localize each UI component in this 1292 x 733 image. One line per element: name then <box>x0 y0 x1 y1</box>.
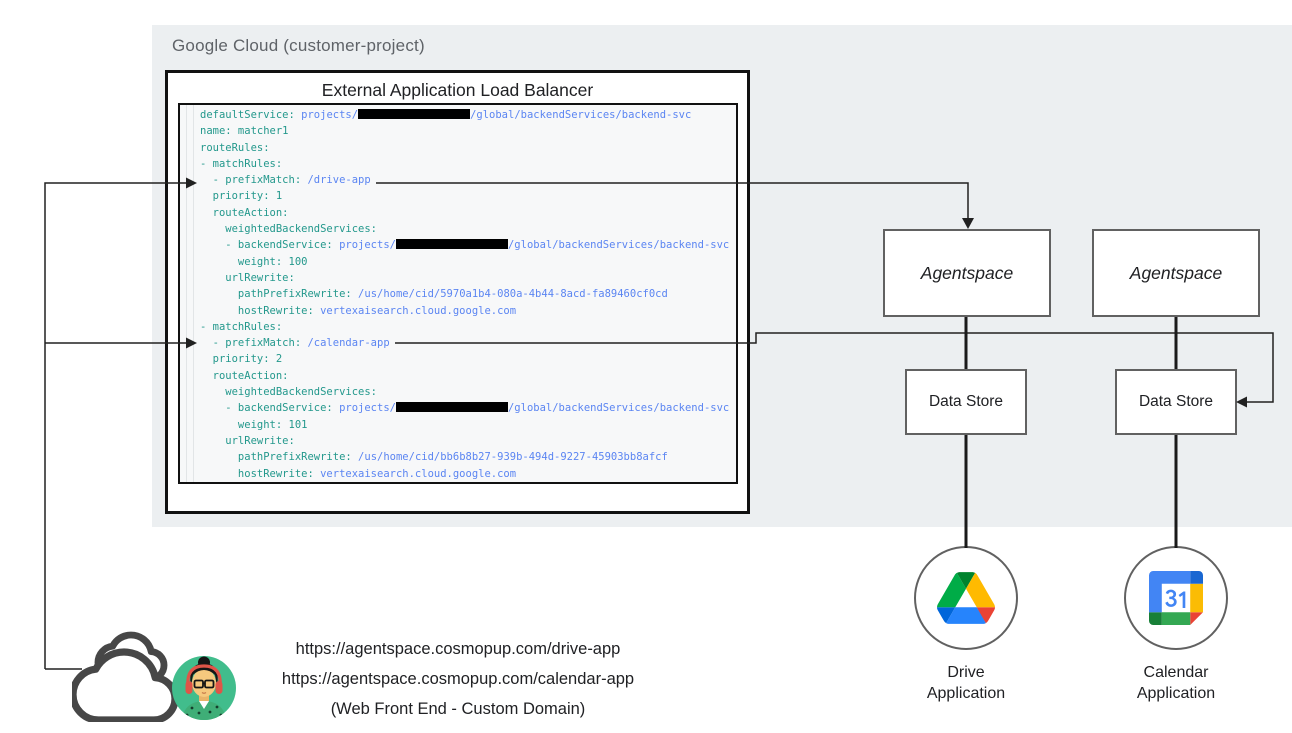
code-token: priority: 1 <box>200 190 283 203</box>
code-line: priority: 2 <box>200 351 736 367</box>
indent-guide <box>193 105 194 482</box>
code-token: weightedBackendServices: <box>200 223 378 236</box>
calendar-app-circle <box>1124 546 1228 650</box>
google-drive-icon <box>937 572 995 624</box>
redacted-project-id <box>358 109 471 119</box>
code-line: - matchRules: <box>200 319 736 335</box>
frontend-url-drive: https://agentspace.cosmopup.com/drive-ap… <box>295 640 621 658</box>
code-token: - prefixMatch: <box>200 174 308 187</box>
code-token: /us/home/cid/5970a1b4-080a-4b44-8acd-fa8… <box>358 288 668 301</box>
code-token: - matchRules: <box>200 320 283 333</box>
code-token: /global/backendServices/backend-svc <box>470 109 692 121</box>
code-line: routeAction: <box>200 205 736 221</box>
code-token: - matchRules: <box>200 157 283 170</box>
code-token: vertexaisearch.cloud.google.com <box>320 467 517 480</box>
code-line: pathPrefixRewrite: /us/home/cid/bb6b8b27… <box>200 449 736 465</box>
code-token: weight: 101 <box>200 418 308 431</box>
load-balancer-title: External Application Load Balancer <box>321 80 594 100</box>
google-calendar-icon <box>1149 571 1203 625</box>
code-line: weightedBackendServices: <box>200 221 736 237</box>
code-token: urlRewrite: <box>200 434 295 447</box>
code-line: hostRewrite: vertexaisearch.cloud.google… <box>200 303 736 319</box>
indent-guide <box>186 105 187 482</box>
drive-app-circle <box>914 546 1018 650</box>
agentspace-box-calendar: Agentspace <box>1092 229 1260 317</box>
gcp-label: Google Cloud (customer-project) <box>172 36 425 55</box>
code-token: pathPrefixRewrite: <box>200 451 359 464</box>
code-token: projects/ <box>339 239 396 252</box>
code-token: /us/home/cid/bb6b8b27-939b-494d-9227-459… <box>358 451 668 464</box>
code-token: - prefixMatch: <box>200 337 308 350</box>
code-line: hostRewrite: vertexaisearch.cloud.google… <box>200 466 736 482</box>
user-avatar <box>172 656 236 720</box>
code-token: name: matcher1 <box>200 125 289 138</box>
lb-url-map-code: defaultService: projects/ /global/backend… <box>178 103 738 484</box>
code-lines: defaultService: projects/ /global/backend… <box>200 107 736 482</box>
datastore-box-drive: Data Store <box>905 369 1027 435</box>
drive-app-label-line2: Application <box>926 685 1006 702</box>
code-line: pathPrefixRewrite: /us/home/cid/5970a1b4… <box>200 286 736 302</box>
code-token: routeAction: <box>200 206 289 219</box>
code-line: - backendService: projects/ /global/backe… <box>200 237 736 253</box>
code-line: priority: 1 <box>200 188 736 204</box>
code-line: weight: 100 <box>200 254 736 270</box>
code-token: pathPrefixRewrite: <box>200 288 359 301</box>
code-token: urlRewrite: <box>200 271 295 284</box>
drive-app-label: Drive Application <box>886 662 1046 704</box>
code-token: routeRules: <box>200 141 270 154</box>
datastore-label: Data Store <box>928 393 1004 410</box>
frontend-url-block: https://agentspace.cosmopup.com/drive-ap… <box>262 634 654 724</box>
code-line: routeAction: <box>200 368 736 384</box>
code-line: routeRules: <box>200 140 736 156</box>
code-line: weightedBackendServices: <box>200 384 736 400</box>
redacted-project-id <box>395 402 508 413</box>
redacted-project-id <box>395 239 508 250</box>
code-line: - prefixMatch: /drive-app <box>200 172 736 188</box>
code-line: weight: 101 <box>200 417 736 433</box>
code-token: projects/ <box>301 109 359 121</box>
calendar-app-label-line2: Application <box>1136 685 1216 702</box>
code-token: vertexaisearch.cloud.google.com <box>320 304 517 317</box>
code-token: projects/ <box>339 402 396 415</box>
code-token: /drive-app <box>307 174 371 187</box>
agentspace-label: Agentspace <box>1129 262 1223 283</box>
datastore-label: Data Store <box>1138 393 1214 410</box>
code-line: - prefixMatch: /calendar-app <box>200 335 736 351</box>
code-line: urlRewrite: <box>200 270 736 286</box>
code-line: - backendService: projects/ /global/backe… <box>200 400 736 416</box>
code-line: - matchRules: <box>200 156 736 172</box>
code-token: defaultService: <box>200 109 302 121</box>
code-token: /global/backendServices/backend-svc <box>507 239 730 252</box>
code-line: urlRewrite: <box>200 433 736 449</box>
code-line: defaultService: projects/ /global/backend… <box>200 107 736 123</box>
frontend-url-calendar: https://agentspace.cosmopup.com/calendar… <box>281 670 635 688</box>
code-token: routeAction: <box>200 369 289 382</box>
code-token: priority: 2 <box>200 353 283 366</box>
code-token: - backendService: <box>200 402 340 415</box>
frontend-caption: (Web Front End - Custom Domain) <box>330 700 586 718</box>
code-token: hostRewrite: <box>200 304 321 317</box>
code-token: hostRewrite: <box>200 467 321 480</box>
code-token: weightedBackendServices: <box>200 386 378 399</box>
cloud-icon <box>72 631 179 722</box>
calendar-app-label-line1: Calendar <box>1143 664 1209 681</box>
code-token: weight: 100 <box>200 255 308 268</box>
code-line: name: matcher1 <box>200 123 736 139</box>
datastore-box-calendar: Data Store <box>1115 369 1237 435</box>
code-token: /global/backendServices/backend-svc <box>507 402 730 415</box>
agentspace-label: Agentspace <box>920 262 1014 283</box>
load-balancer-box: External Application Load Balancer defau… <box>165 70 750 514</box>
drive-app-label-line1: Drive <box>947 664 985 681</box>
calendar-app-label: Calendar Application <box>1096 662 1256 704</box>
code-token: /calendar-app <box>307 337 390 350</box>
agentspace-box-drive: Agentspace <box>883 229 1051 317</box>
code-token: - backendService: <box>200 239 340 252</box>
